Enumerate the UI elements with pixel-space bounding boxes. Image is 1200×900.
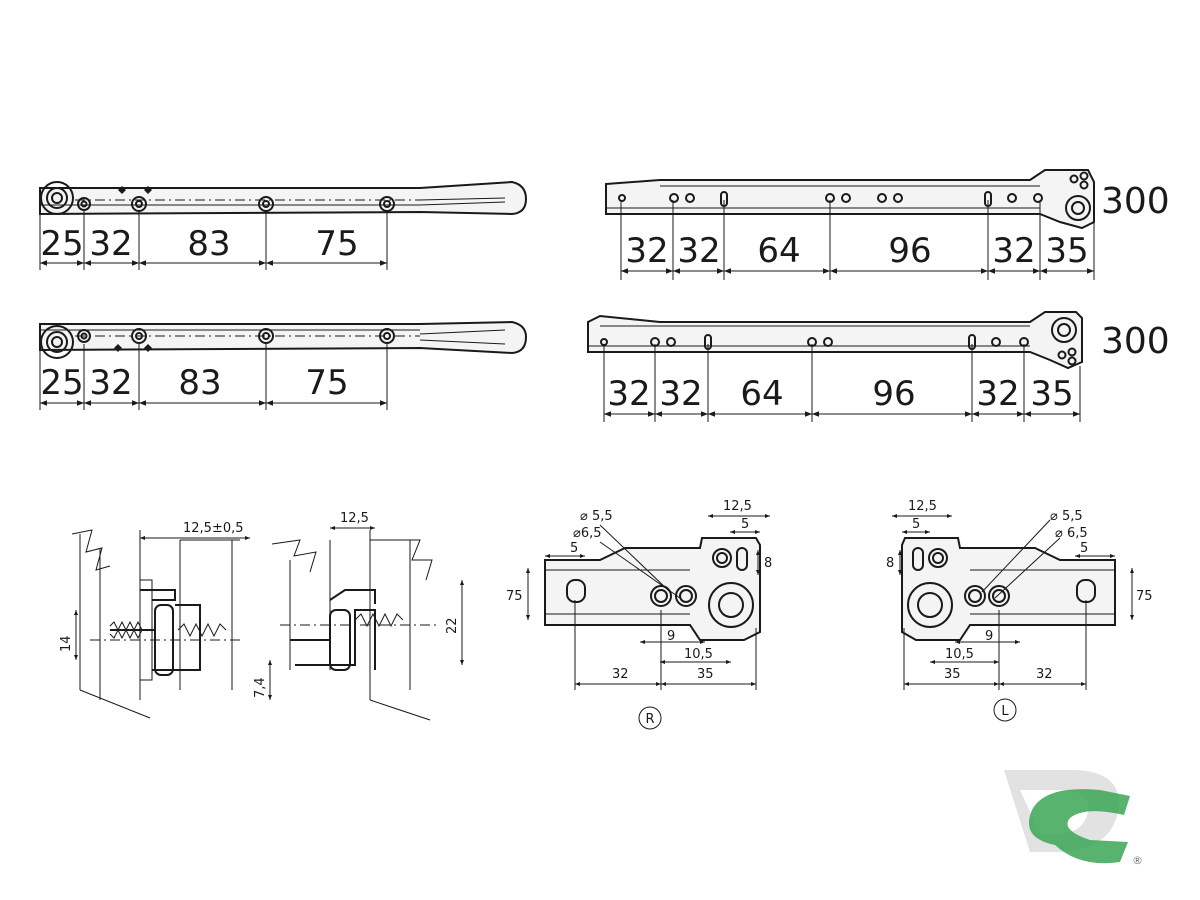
rail-top-right: 32 32 64 96 32 35 300 [605,169,1170,280]
dim-label: 12,5 [908,499,937,514]
dim-label: 25 [40,363,83,403]
dim-label: 35 [1045,231,1088,271]
dim-label: 8 [886,556,894,571]
section-view-b: 12,5 7,4 22 [253,511,464,721]
dim-label: ⌀6,5 [573,526,602,541]
dim-label: 5 [912,517,920,532]
dim-label: 32 [625,231,668,271]
dim-label: 5 [741,517,749,532]
dim-label: 32 [89,363,132,403]
rail-mid-right: 32 32 64 96 32 35 300 [587,311,1170,422]
rail-top-left: 25 32 83 75 [39,180,528,270]
dim-label: 5 [1080,541,1088,556]
dim-label: ⌀ 5,5 [580,509,613,524]
dim-label: 75 [1136,589,1153,604]
section-view-a: 12,5±0,5 14 [59,521,250,719]
side-label: R [645,712,654,727]
dim-label: 64 [740,374,783,414]
dim-label: 7,4 [253,677,268,698]
dim-label: 75 [315,224,358,264]
dim-label: 32 [89,224,132,264]
dim-label: ⌀ 5,5 [1050,509,1083,524]
dim-label: 12,5 [723,499,752,514]
dim-label: 32 [612,667,629,682]
dim-label: 5 [570,541,578,556]
dim-label: 14 [59,635,74,652]
dim-label: 75 [305,363,348,403]
dim-label: 35 [697,667,714,682]
dim-label: 9 [667,629,675,644]
dim-label: 10,5 [684,647,713,662]
dim-label: 75 [506,589,523,604]
dc-logo: ® [1004,770,1143,867]
rail-mid-left: 25 32 83 75 [39,320,528,410]
dim-label: 96 [872,374,915,414]
dim-label: 64 [757,231,800,271]
dim-label: 83 [187,224,230,264]
dim-label: 32 [607,374,650,414]
dim-label: 32 [677,231,720,271]
detail-left-bracket: ⌀ 5,5 ⌀ 6,5 12,5 5 8 5 75 9 10,5 35 32 L [886,499,1153,722]
dim-label: 32 [1036,667,1053,682]
dim-label: ⌀ 6,5 [1055,526,1088,541]
dim-label: 96 [888,231,931,271]
dim-label: 35 [944,667,961,682]
dim-label: 12,5 [340,511,369,526]
dim-label: 12,5±0,5 [183,521,244,536]
dim-label: 22 [445,617,460,634]
side-label: L [1001,704,1009,719]
dim-label: 32 [992,231,1035,271]
rail-length-label: 300 [1101,181,1170,222]
rail-length-label: 300 [1101,321,1170,362]
dim-label: 83 [178,363,221,403]
dim-label: 25 [40,224,83,264]
dim-label: 35 [1030,374,1073,414]
dim-label: 10,5 [945,647,974,662]
dim-label: 32 [659,374,702,414]
dim-label: 32 [976,374,1019,414]
dim-label: 9 [985,629,993,644]
detail-right-bracket: ⌀ 5,5 ⌀6,5 12,5 5 8 5 75 9 10,5 32 35 R [506,499,772,730]
registered-mark: ® [1132,854,1143,867]
dim-label: 8 [764,556,772,571]
